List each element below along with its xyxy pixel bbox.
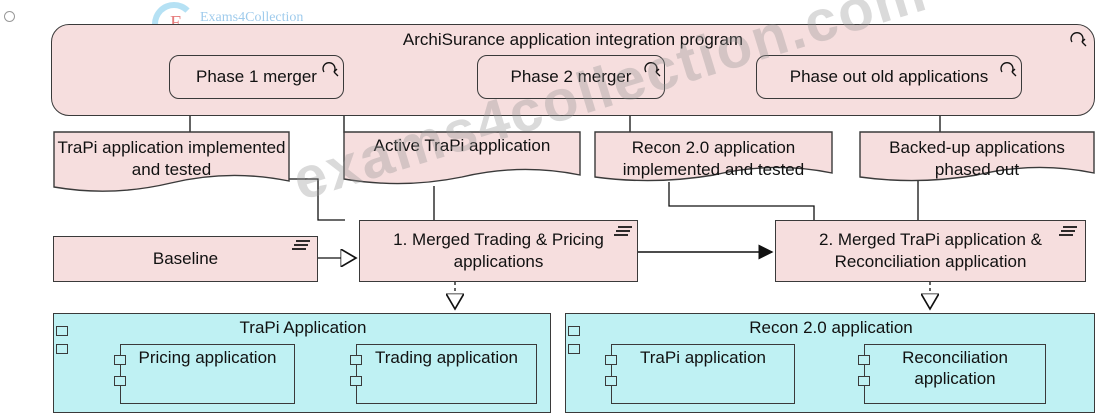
deliverable-shape: [594, 131, 833, 182]
component-icon: [858, 376, 870, 386]
logo-text: Exams4Collection: [200, 10, 304, 25]
component-icon: [114, 355, 126, 365]
phase-label: Phase 2 merger: [510, 67, 632, 86]
component-icon: [568, 326, 580, 336]
deliverable-label: Backed-up applications phased out: [889, 138, 1065, 179]
deliverable-shape: [53, 131, 290, 192]
work-package-icon: [614, 226, 632, 236]
work-package-merged-trading-pricing: 1. Merged Trading & Pricing applications: [359, 220, 638, 282]
component-icon: [605, 355, 617, 365]
deliverable-backups-phased-out: Backed-up applications phased out: [859, 131, 1095, 185]
component-icon: [56, 344, 68, 354]
list-bullet: [4, 11, 15, 22]
component-pricing: Pricing application: [114, 344, 295, 404]
application-recon-2-0: Recon 2.0 application TraPi application …: [565, 313, 1095, 413]
work-package-baseline: Baseline: [53, 236, 318, 282]
work-package-label: 2. Merged TraPi application & Reconcilia…: [818, 230, 1042, 271]
deliverable-trapi-implemented: TraPi application implemented and tested: [53, 131, 290, 197]
phase1-event-icon: [322, 62, 339, 77]
component-reconciliation: Reconciliation application: [858, 344, 1046, 404]
component-icon: [350, 355, 362, 365]
deliverable-active-trapi: Active TraPi application: [343, 131, 581, 189]
component-icon: [858, 355, 870, 365]
work-package-icon: [292, 240, 310, 250]
component-icon: [568, 344, 580, 354]
component-trapi: TraPi application: [605, 344, 795, 404]
component-label: Reconciliation application: [902, 348, 1008, 388]
phase3-event-icon: [1000, 62, 1017, 77]
component-label: Trading application: [374, 348, 518, 367]
deliverable-label: TraPi application implemented and tested: [57, 138, 286, 179]
component-trading: Trading application: [350, 344, 537, 404]
program-title: ArchiSurance application integration pro…: [402, 30, 744, 49]
deliverable-shape: [859, 131, 1095, 182]
deliverable-label: Active TraPi application: [373, 136, 551, 155]
application-title: Recon 2.0 application: [749, 318, 913, 337]
component-icon: [114, 376, 126, 386]
work-package-icon: [1059, 226, 1077, 236]
phase-label: Phase 1 merger: [196, 67, 317, 86]
phase-out-old-applications: Phase out old applications: [756, 55, 1022, 99]
phase-label: Phase out old applications: [789, 67, 989, 86]
application-title: TraPi Application: [239, 318, 367, 337]
component-icon: [56, 326, 68, 336]
work-package-label: Baseline: [152, 249, 219, 268]
application-trapi: TraPi Application Pricing application Tr…: [53, 313, 551, 413]
work-package-label: 1. Merged Trading & Pricing applications: [393, 230, 604, 271]
component-label: Pricing application: [138, 348, 277, 367]
work-package-merged-trapi-reconciliation: 2. Merged TraPi application & Reconcilia…: [775, 220, 1086, 282]
program-event-icon: [1070, 32, 1087, 47]
phase2-event-icon: [644, 62, 661, 77]
deliverable-recon-implemented: Recon 2.0 application implemented and te…: [594, 131, 833, 185]
phase-2-merger: Phase 2 merger: [477, 55, 665, 99]
deliverable-shape: [343, 131, 581, 185]
phase-1-merger: Phase 1 merger: [169, 55, 344, 99]
component-icon: [605, 376, 617, 386]
deliverable-label: Recon 2.0 application implemented and te…: [622, 138, 805, 179]
component-icon: [350, 376, 362, 386]
component-label: TraPi application: [640, 348, 766, 367]
